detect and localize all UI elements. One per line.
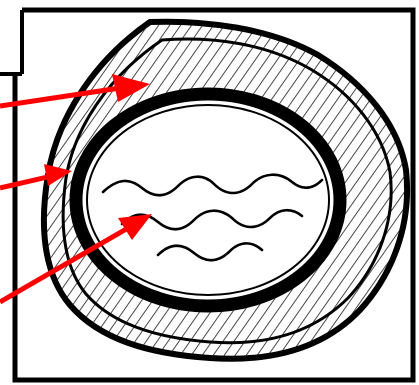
- inner-ring-inner-edge: [87, 105, 329, 295]
- frame-notch: [0, 0, 22, 74]
- inner-ring: [76, 94, 340, 306]
